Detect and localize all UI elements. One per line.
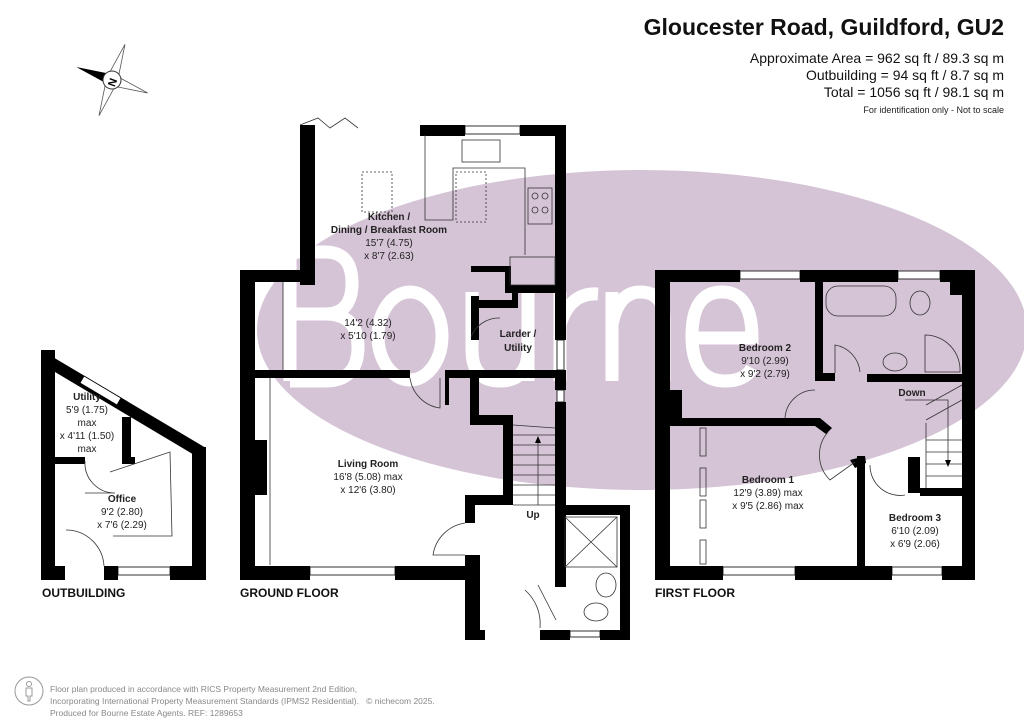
svg-text:max: max bbox=[78, 444, 97, 455]
svg-text:12'9 (3.89) max: 12'9 (3.89) max bbox=[733, 488, 802, 499]
room-label-bedroom-2: Bedroom 2 9'10 (2.99) x 9'2 (2.79) bbox=[739, 343, 792, 380]
copyright: © nichecom 2025. bbox=[366, 696, 435, 706]
room-label-reception: 14'2 (4.32) x 5'10 (1.79) bbox=[340, 318, 395, 342]
svg-text:x 9'5 (2.86) max: x 9'5 (2.86) max bbox=[732, 501, 803, 512]
watermark-logo bbox=[283, 245, 759, 388]
floor-label-first: FIRST FLOOR bbox=[655, 586, 735, 600]
svg-text:Utility: Utility bbox=[73, 392, 101, 403]
property-title: Gloucester Road, Guildford, GU2 bbox=[643, 14, 1004, 40]
svg-text:Bedroom 3: Bedroom 3 bbox=[889, 513, 942, 524]
svg-text:x 8'7 (2.63): x 8'7 (2.63) bbox=[364, 251, 414, 262]
svg-text:9'10 (2.99): 9'10 (2.99) bbox=[741, 356, 789, 367]
svg-text:9'2 (2.80): 9'2 (2.80) bbox=[101, 507, 143, 518]
room-label-office: Office 9'2 (2.80) x 7'6 (2.29) bbox=[97, 494, 147, 531]
stairs-up-label: Up bbox=[526, 510, 539, 521]
svg-text:15'7 (4.75): 15'7 (4.75) bbox=[365, 238, 413, 249]
compass-north-label: N bbox=[106, 77, 120, 89]
area-total: Total = 1056 sq ft / 98.1 sq m bbox=[823, 84, 1004, 100]
watermark-ellipse bbox=[257, 170, 1024, 490]
footer-notes: Floor plan produced in accordance with R… bbox=[50, 683, 435, 719]
svg-text:5'9 (1.75): 5'9 (1.75) bbox=[66, 405, 108, 416]
svg-text:x 5'10 (1.79): x 5'10 (1.79) bbox=[340, 331, 395, 342]
room-label-larder: Larder / Utility bbox=[500, 329, 537, 354]
room-label-utility-outbuilding: Utility 5'9 (1.75) max x 4'11 (1.50) max bbox=[60, 392, 115, 455]
svg-text:14'2 (4.32): 14'2 (4.32) bbox=[344, 318, 392, 329]
svg-text:Bedroom 2: Bedroom 2 bbox=[739, 343, 792, 354]
svg-text:6'10 (2.09): 6'10 (2.09) bbox=[891, 526, 939, 537]
footer-line: Floor plan produced in accordance with R… bbox=[50, 684, 358, 694]
svg-text:x 12'6 (3.80): x 12'6 (3.80) bbox=[340, 485, 395, 496]
svg-text:x 7'6 (2.29): x 7'6 (2.29) bbox=[97, 520, 147, 531]
svg-text:Dining / Breakfast Room: Dining / Breakfast Room bbox=[331, 225, 447, 236]
svg-text:x 9'2 (2.79): x 9'2 (2.79) bbox=[740, 369, 790, 380]
disclaimer: For identification only - Not to scale bbox=[863, 105, 1004, 115]
svg-text:Bedroom 1: Bedroom 1 bbox=[742, 475, 795, 486]
svg-text:Office: Office bbox=[108, 494, 137, 505]
svg-text:x 6'9 (2.06): x 6'9 (2.06) bbox=[890, 539, 940, 550]
svg-text:Utility: Utility bbox=[504, 343, 532, 354]
person-ipms-icon bbox=[14, 676, 44, 706]
room-label-kitchen: Kitchen / Dining / Breakfast Room 15'7 (… bbox=[331, 212, 447, 262]
room-label-bedroom-1: Bedroom 1 12'9 (3.89) max x 9'5 (2.86) m… bbox=[732, 475, 803, 512]
floor-label-outbuilding: OUTBUILDING bbox=[42, 586, 125, 600]
footer-line: Incorporating International Property Mea… bbox=[50, 696, 435, 706]
svg-text:16'8 (5.08) max: 16'8 (5.08) max bbox=[333, 472, 402, 483]
svg-text:Larder /: Larder / bbox=[500, 329, 537, 340]
ground-floor-walls bbox=[240, 117, 630, 640]
floor-label-ground: GROUND FLOOR bbox=[240, 586, 339, 600]
svg-text:Kitchen /: Kitchen / bbox=[368, 212, 410, 223]
svg-text:max: max bbox=[78, 418, 97, 429]
compass-rose-icon bbox=[76, 44, 148, 116]
area-summary: Approximate Area = 962 sq ft / 89.3 sq m… bbox=[750, 50, 1004, 115]
stairs-down-label: Down bbox=[898, 388, 925, 399]
area-outbuilding: Outbuilding = 94 sq ft / 8.7 sq m bbox=[805, 67, 1004, 83]
first-floor-walls bbox=[655, 270, 975, 580]
svg-text:Living Room: Living Room bbox=[338, 459, 399, 470]
footer-line: Produced for Bourne Estate Agents. REF: … bbox=[50, 708, 243, 718]
outbuilding-walls bbox=[41, 350, 206, 580]
area-approximate: Approximate Area = 962 sq ft / 89.3 sq m bbox=[749, 50, 1004, 66]
room-label-living-room: Living Room 16'8 (5.08) max x 12'6 (3.80… bbox=[333, 459, 402, 496]
svg-text:x 4'11 (1.50): x 4'11 (1.50) bbox=[60, 431, 115, 442]
room-label-bedroom-3: Bedroom 3 6'10 (2.09) x 6'9 (2.06) bbox=[889, 513, 942, 550]
